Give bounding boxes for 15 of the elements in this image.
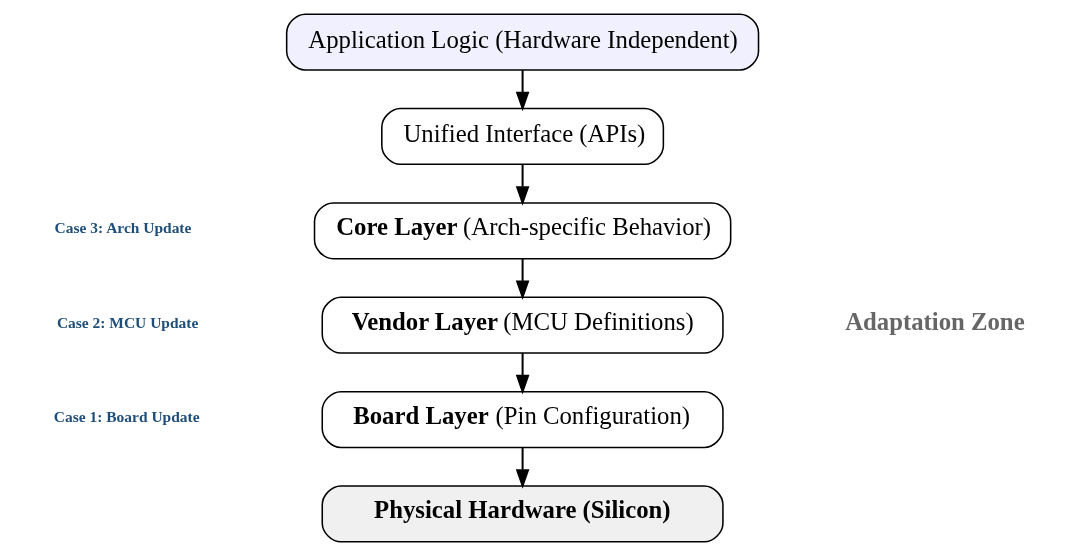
label: Adaptation Zone <box>845 307 1025 335</box>
arrow <box>515 447 530 489</box>
arrow <box>515 353 530 395</box>
node-box: Unified Interface (APIs) <box>381 107 665 166</box>
label: Case 1: Board Update <box>53 407 200 425</box>
arrow <box>515 164 530 206</box>
label: Case 2: MCU Update <box>56 313 199 331</box>
arrow <box>515 70 530 112</box>
node-box: Application Logic (Hardware Independent) <box>285 13 760 71</box>
arrow <box>515 258 530 301</box>
node-box: Physical Hardware (Silicon) <box>321 485 724 543</box>
node-box: Core Layer (Arch-specific Behavior) <box>313 202 732 260</box>
node-box: Board Layer (Pin Configuration) <box>321 390 724 449</box>
label: Case 3: Arch Update <box>54 219 192 237</box>
node-box: Vendor Layer (MCU Definitions) <box>321 296 724 354</box>
